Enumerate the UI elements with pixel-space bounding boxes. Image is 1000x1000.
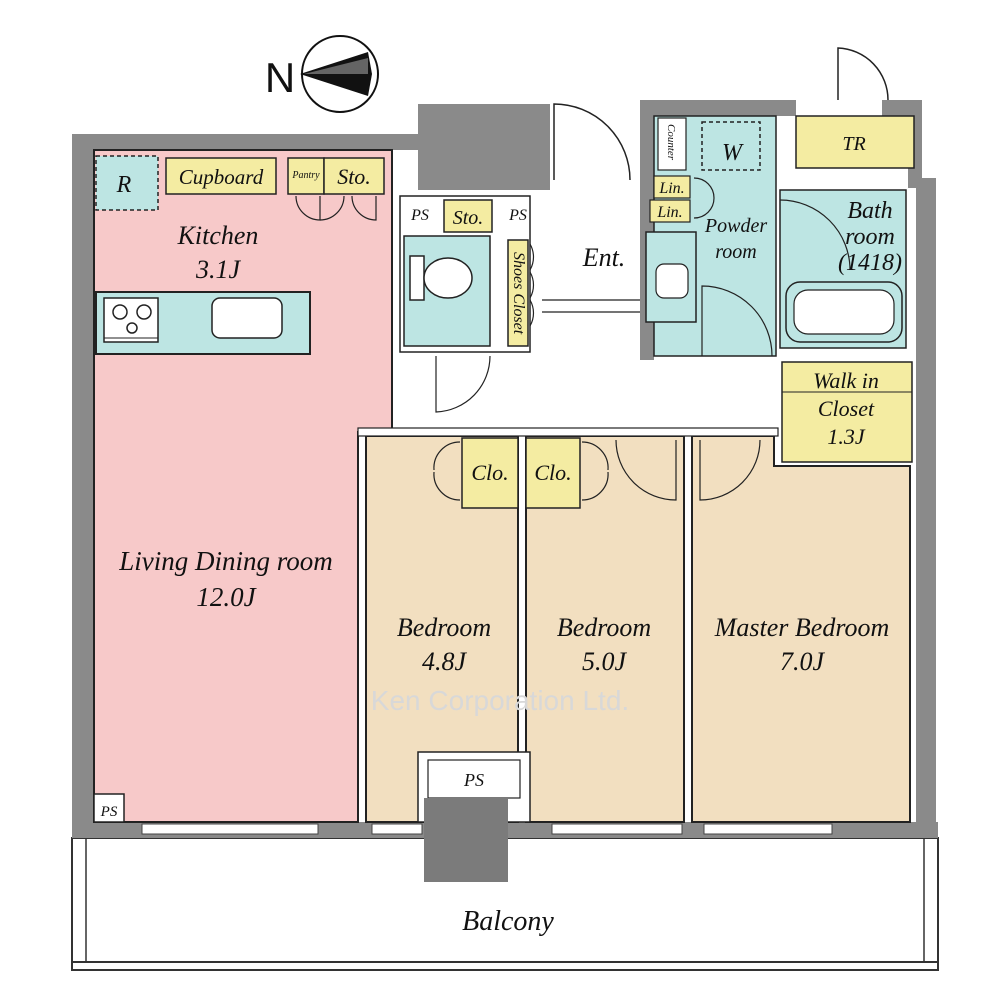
master-bedroom: Master Bedroom 7.0J [691, 435, 911, 823]
closet-b-label: Clo. [534, 460, 571, 485]
counter [657, 117, 687, 171]
walk-in-closet: Walk in Closet 1.3J [781, 361, 913, 521]
kitchen-storage-label: Sto. [337, 164, 371, 189]
kitchen-size: 3.1J [195, 255, 242, 284]
walkin-size: 1.3J [827, 424, 866, 449]
closet-a [461, 437, 519, 509]
bedroom-a-name: Bedroom [397, 613, 491, 642]
sink-icon [211, 297, 283, 339]
cupboard-label: Cupboard [179, 165, 264, 189]
powder-room: Counter W Lin. Lin. Powder room [645, 115, 777, 357]
bedroom-b-size: 5.0J [582, 647, 628, 676]
ps-corner [93, 793, 125, 823]
bath-door-icon [779, 199, 851, 271]
refrigerator-label: R [116, 172, 132, 198]
linen-1 [653, 175, 691, 199]
cupboard: Cupboard [165, 157, 277, 195]
ps-toilet-left-label: PS [410, 207, 429, 224]
shoes-closet: Shoes Closet [507, 239, 529, 347]
vanity-basin-icon [655, 263, 689, 299]
master-size: 7.0J [780, 647, 826, 676]
compass: N [265, 35, 379, 113]
trunk-room-label: TR [842, 133, 865, 155]
toilet-icon [409, 255, 473, 301]
kitchen-name: Kitchen [177, 221, 259, 250]
compass-needle-icon [300, 52, 372, 96]
compass-north-label: N [265, 54, 295, 101]
washer-label: W [722, 140, 744, 166]
bedroom-b-name: Bedroom [557, 613, 651, 642]
shoes-closet-label: Shoes Closet [510, 252, 527, 335]
bath-room: Bath room (1418) [779, 189, 907, 349]
pantry: Pantry [287, 157, 325, 195]
bath-size: (1418) [838, 250, 902, 276]
trunk-room-door-icon [837, 47, 889, 101]
stove-icon [103, 297, 159, 343]
ps-bottom-label: PS [463, 770, 484, 790]
master-name: Master Bedroom [714, 613, 890, 642]
walkin-name-line2: Closet [818, 396, 875, 421]
bedroom-b: Clo. Bedroom 5.0J [525, 435, 685, 823]
kitchen-storage: Sto. [323, 157, 385, 195]
powder-name-line2: room [715, 241, 756, 263]
closet-a-door-icon [433, 441, 461, 501]
living-dining-floor [93, 149, 393, 823]
living-name: Living Dining room [118, 546, 333, 576]
linen-door-icon [693, 177, 715, 219]
bath-name-line2: room [845, 224, 895, 250]
trunk-room: TR [795, 47, 915, 169]
powder-name-line1: Powder [704, 215, 767, 237]
ps-corner-label: PS [100, 804, 118, 820]
walkin-name-line1: Walk in [813, 368, 879, 393]
pantry-door-icon [295, 195, 377, 221]
living-kitchen-area: R Cupboard Pantry Sto. PS Kitchen 3.1J L… [93, 149, 393, 823]
structural-column [418, 104, 550, 190]
master-door-icon [699, 439, 761, 501]
powder-door-icon [701, 285, 773, 357]
linen-2-label: Lin. [656, 204, 682, 221]
ps-toilet-right-label: PS [508, 207, 527, 224]
entrance-door-icon [553, 103, 631, 181]
toilet-block: Sto. PS PS Shoes Closet [399, 195, 535, 413]
linen-1-label: Lin. [658, 180, 684, 197]
bedroom-a-size: 4.8J [422, 647, 468, 676]
closet-a-label: Clo. [471, 460, 508, 485]
living-size: 12.0J [196, 582, 257, 612]
washer [701, 121, 761, 171]
toilet-storage [443, 199, 493, 233]
toilet-door-icon [435, 355, 491, 413]
toilet-storage-label: Sto. [453, 207, 484, 229]
closet-b [525, 437, 581, 509]
closet-b-door-icon [581, 441, 609, 501]
linen-2 [649, 199, 691, 223]
bedroom-b-door-icon [615, 439, 677, 501]
balcony-label: Balcony [462, 906, 554, 937]
counter-label: Counter [665, 124, 677, 161]
windows [141, 823, 833, 835]
pantry-label: Pantry [291, 170, 320, 181]
bath-name-line1: Bath [847, 198, 892, 224]
refrigerator: R [95, 155, 159, 211]
watermark: Ken Corporation Ltd. [371, 685, 629, 716]
shoes-closet-door-icon [529, 243, 535, 327]
entrance-label: Ent. [582, 243, 626, 272]
